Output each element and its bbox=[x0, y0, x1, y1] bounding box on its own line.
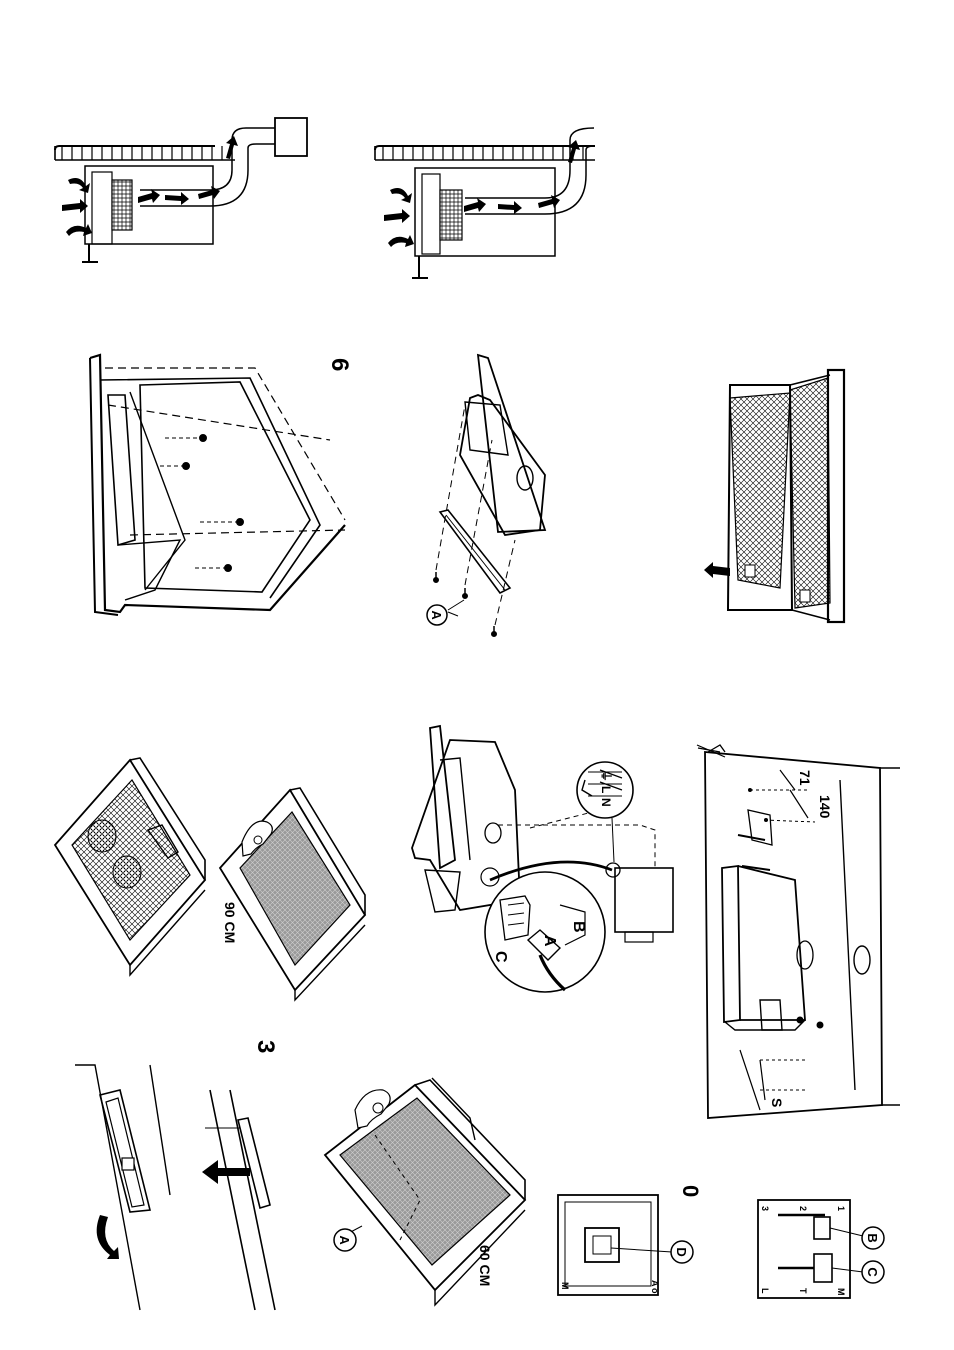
filter-mesh-right bbox=[790, 378, 830, 608]
panel-bc-1: 1 bbox=[836, 1206, 846, 1211]
panel-bc-2: 2 bbox=[798, 1206, 808, 1211]
panel-bc-t: T bbox=[798, 1288, 808, 1294]
wall-hole bbox=[854, 946, 870, 974]
mounting-screws bbox=[160, 435, 244, 572]
electrical-connection: ⏚ L N B A C bbox=[412, 726, 673, 992]
figure-10-number: 0 bbox=[678, 1185, 703, 1197]
hood-filter-release-90cm: 90 CM bbox=[220, 788, 365, 1000]
hood-body bbox=[722, 866, 740, 1022]
dimension-s: S bbox=[769, 1098, 785, 1107]
motor-box bbox=[615, 868, 673, 932]
panel-bc-m: M bbox=[836, 1288, 846, 1296]
wall-screws bbox=[738, 835, 823, 1028]
figure-10-controls: 0 D A o M 3 2 1 L T M B bbox=[558, 1185, 884, 1298]
screws-a bbox=[434, 572, 497, 637]
pull-arrow bbox=[202, 1160, 250, 1184]
hood-lamps-90cm bbox=[55, 758, 205, 975]
blower-fan bbox=[112, 180, 132, 230]
callout-d-label: D bbox=[674, 1247, 689, 1256]
plug-label-a: A bbox=[541, 935, 558, 947]
blower-fan-right bbox=[440, 190, 462, 240]
panel-bc-l: L bbox=[760, 1288, 770, 1294]
ducted-ventilation-diagram-left bbox=[55, 118, 307, 262]
slider-knob-c[interactable] bbox=[814, 1254, 832, 1282]
dimension-71: 71 bbox=[797, 770, 813, 786]
slider-knob-b[interactable] bbox=[814, 1217, 830, 1239]
carbon-filter-panel bbox=[704, 370, 844, 622]
callout-a-filter-label: A bbox=[337, 1235, 352, 1245]
figure-3-number: 3 bbox=[252, 1040, 279, 1053]
panel-bc-3: 3 bbox=[760, 1206, 770, 1211]
control-panel-bc: 3 2 1 L T M B C bbox=[758, 1200, 884, 1298]
wall-outline bbox=[705, 752, 882, 1118]
size-label-60cm: 60 CM bbox=[477, 1245, 493, 1286]
terminal-n: N bbox=[599, 798, 613, 807]
callout-c-label: C bbox=[865, 1267, 880, 1277]
hood-front-panel-screws: A bbox=[427, 355, 545, 637]
figure-6-number: 6 bbox=[326, 358, 353, 371]
recirculation-diagram-right bbox=[375, 128, 595, 278]
terminal-earth: ⏚ bbox=[599, 770, 613, 782]
hood-filter-60cm: A 60 CM bbox=[325, 1078, 525, 1305]
terminal-l: L bbox=[599, 786, 613, 793]
figure-6-cabinet-installation: 6 bbox=[90, 355, 353, 615]
wall-brick-row bbox=[55, 146, 235, 160]
cabinet-outline bbox=[90, 355, 345, 612]
wall-mounting-dimensions: 71 140 S bbox=[697, 745, 900, 1118]
figure-3-grease-filter: 3 bbox=[75, 1040, 279, 1310]
plug-label-c: C bbox=[492, 951, 509, 963]
panel-d-m: M bbox=[560, 1282, 570, 1290]
dimension-140: 140 bbox=[817, 795, 833, 819]
size-label-90cm: 90 CM bbox=[222, 902, 238, 943]
panel-d-o: o bbox=[650, 1288, 660, 1294]
callout-a-screws-label: A bbox=[429, 610, 444, 620]
rotate-arrow bbox=[97, 1215, 119, 1259]
plug-label-b: B bbox=[570, 921, 587, 933]
exterior-outlet bbox=[275, 118, 307, 156]
filter-mesh-left bbox=[730, 393, 790, 588]
wall-brick-row-right bbox=[375, 146, 595, 160]
duct-right bbox=[465, 128, 594, 214]
removal-arrow bbox=[704, 562, 730, 578]
control-panel-d: D A o M bbox=[558, 1195, 693, 1295]
panel-d-a: A bbox=[650, 1280, 660, 1287]
callout-b-label: B bbox=[865, 1233, 880, 1242]
